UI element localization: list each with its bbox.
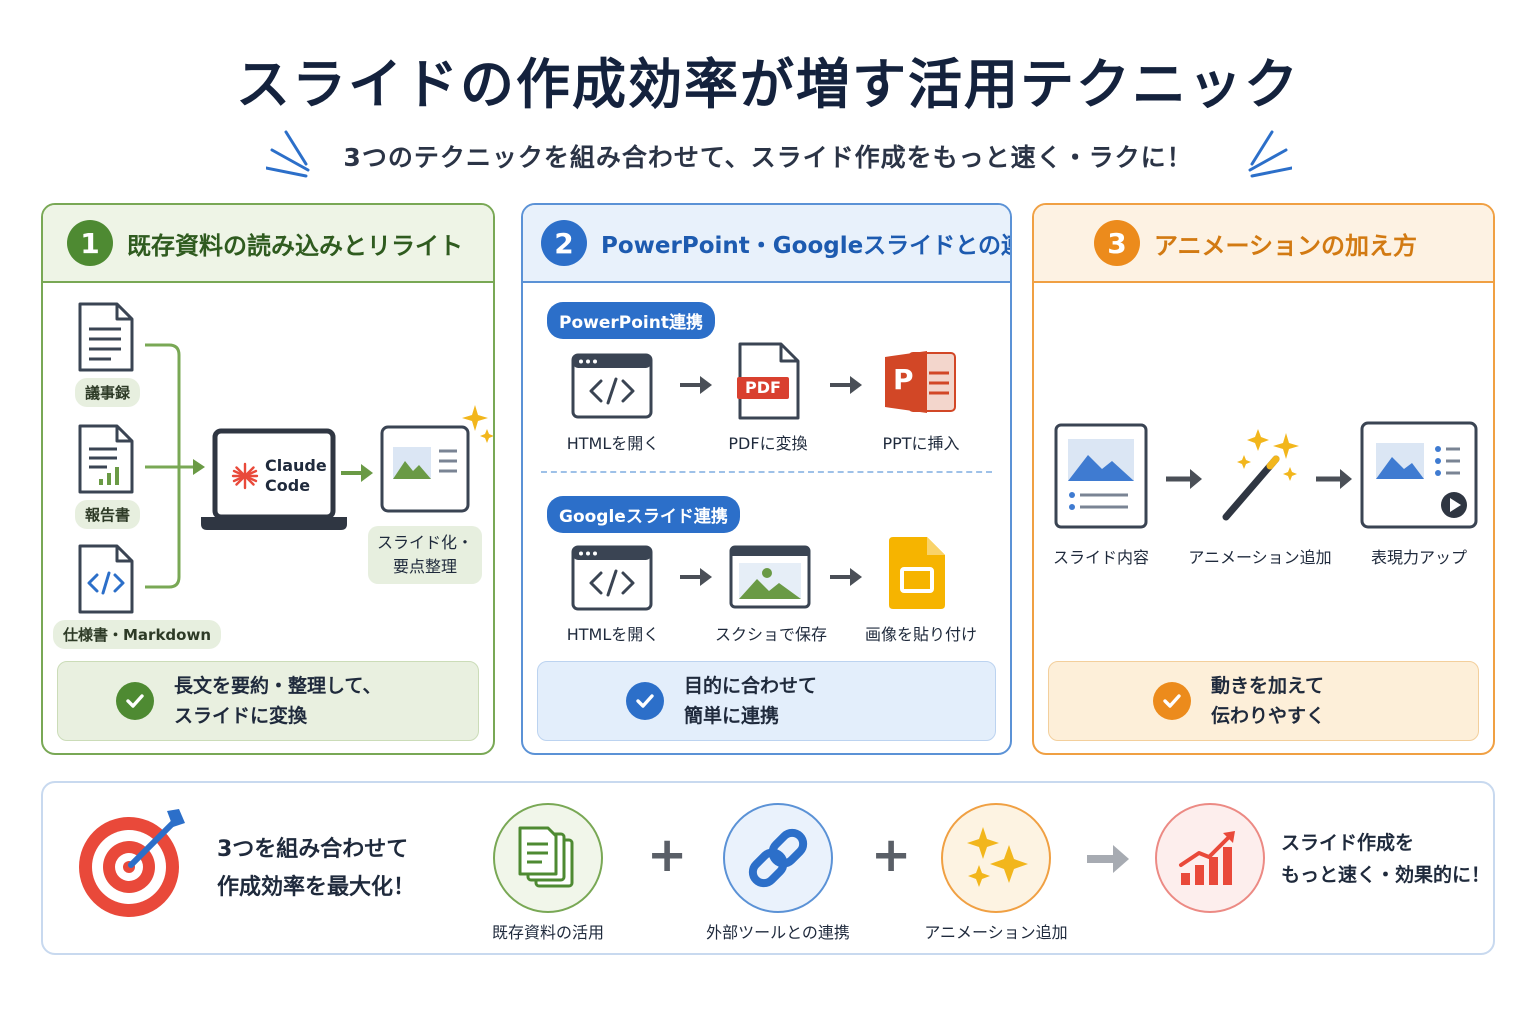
panel-title: 既存資料の読み込みとリライト: [127, 231, 463, 260]
section-divider: [541, 471, 992, 473]
step-label: HTMLを開く: [566, 625, 660, 644]
step-number-badge: 2: [541, 220, 587, 266]
arrow-right-icon: [341, 464, 373, 482]
html-window-icon: [571, 545, 653, 611]
panel-title: アニメーションの加え方: [1154, 231, 1418, 260]
step-number-badge: 1: [67, 220, 113, 266]
step-label: 画像を貼り付け: [864, 625, 977, 644]
output-label: スライド化・ 要点整理: [368, 526, 482, 584]
arrow-right-icon: [1166, 469, 1202, 489]
summary-item-label: 外部ツールとの連携: [706, 923, 850, 942]
panel-animation: 3 アニメーションの加え方 スライド内容 アニメーション追加 表現力アップ: [1032, 203, 1495, 755]
sparkles-icon: [941, 803, 1051, 913]
input-label-spec: 仕様書・Markdown: [53, 620, 222, 649]
result-box: 長文を要約・整理して、 スライドに変換: [57, 661, 479, 741]
merge-connector: [145, 343, 205, 589]
accent-lines-left-icon: [266, 130, 310, 178]
page-subtitle: 3つのテクニックを組み合わせて、スライド作成をもっと速く・ラクに！: [343, 143, 1193, 172]
summary-item-label: 既存資料の活用: [491, 923, 604, 942]
page-title: スライドの作成効率が増す活用テクニック: [236, 53, 1300, 116]
step-number-badge: 3: [1094, 220, 1140, 266]
step-label: PDFに変換: [728, 434, 808, 453]
plus-icon: +: [647, 827, 688, 883]
check-icon: [626, 682, 664, 720]
pdf-badge: PDF: [745, 378, 781, 397]
report-icon: [78, 424, 134, 494]
arrow-right-icon: [830, 568, 862, 586]
google-section-label: Googleスライド連携: [547, 496, 740, 533]
arrow-right-icon: [680, 568, 712, 586]
plus-icon: +: [871, 827, 912, 883]
arrow-right-icon: [680, 376, 712, 394]
check-icon: [1153, 682, 1191, 720]
input-label-minutes: 議事録: [75, 378, 141, 407]
result-box: 動きを加えて 伝わりやすく: [1048, 661, 1479, 741]
laptop-icon: [201, 428, 347, 530]
input-label-report: 報告書: [75, 500, 141, 529]
slide-content-icon: [1054, 423, 1148, 529]
step-label: 表現力アップ: [1370, 548, 1467, 567]
panel-existing-docs: 1 既存資料の読み込みとリライト 議事録 報告書 仕様書・Markdown: [41, 203, 495, 755]
documents-icon: [493, 803, 603, 913]
animated-slide-icon: [1360, 421, 1478, 529]
arrow-right-icon: [830, 376, 862, 394]
step-label: アニメーション追加: [1188, 548, 1332, 567]
step-label: スライド内容: [1052, 548, 1149, 567]
slide-output-icon: [380, 405, 493, 513]
arrow-right-icon: [1087, 845, 1129, 873]
result-text: 動きを加えて 伝わりやすく: [1211, 675, 1326, 727]
panel-title: PowerPoint・Googleスライドとの連携: [601, 233, 1012, 259]
panel-tool-integration: 2 PowerPoint・Googleスライドとの連携 PowerPoint連携…: [521, 203, 1012, 755]
outcome-text: スライド作成を もっと速く・効果的に！: [1281, 832, 1491, 886]
result-text: 目的に合わせて 簡単に連携: [684, 675, 818, 727]
result-text: 長文を要約・整理して、 スライドに変換: [174, 675, 382, 727]
google-slides-icon: [889, 537, 945, 609]
step-label: HTMLを開く: [566, 434, 660, 453]
code-file-icon: [78, 544, 134, 614]
panel-header: 3 アニメーションの加え方: [1034, 205, 1493, 283]
magic-wand-icon: [1222, 429, 1299, 521]
summary-bar: 3つを組み合わせて 作成効率を最大化！ 既存資料の活用 + 外部ツールとの連携 …: [41, 781, 1495, 955]
arrow-right-icon: [1316, 469, 1352, 489]
target-icon: [79, 809, 185, 917]
panel-header: 1 既存資料の読み込みとリライト: [43, 205, 493, 283]
powerpoint-icon: [885, 351, 956, 413]
ppt-section-label: PowerPoint連携: [547, 302, 715, 339]
accent-lines-right-icon: [1248, 130, 1292, 178]
check-icon: [116, 682, 154, 720]
claude-code-label: Claude Code: [265, 456, 327, 495]
growth-chart-icon: [1155, 803, 1265, 913]
goal-text: 3つを組み合わせて 作成効率を最大化！: [217, 837, 416, 900]
document-icon: [78, 302, 134, 372]
step-label: スクショで保存: [714, 625, 827, 644]
image-icon: [729, 545, 811, 609]
summary-item-label: アニメーション追加: [924, 923, 1068, 942]
powerpoint-letter: P: [893, 363, 914, 396]
panel-header: 2 PowerPoint・Googleスライドとの連携: [523, 205, 1010, 283]
step-label: PPTに挿入: [882, 434, 960, 453]
html-window-icon: [571, 353, 653, 419]
link-icon: [723, 803, 833, 913]
pdf-file-icon: [737, 342, 800, 420]
result-box: 目的に合わせて 簡単に連携: [537, 661, 996, 741]
